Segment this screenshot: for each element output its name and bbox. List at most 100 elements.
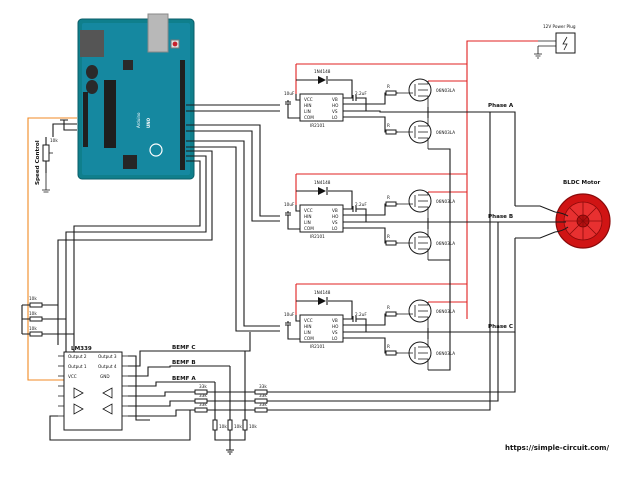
comparator-opamp-icon (102, 387, 113, 399)
bldc-motor: BLDC Motor (554, 180, 611, 249)
svg-text:10k: 10k (29, 326, 37, 331)
boot-cap-label: 2.2uF (355, 91, 367, 96)
svg-text:Output 3: Output 3 (98, 354, 117, 359)
diode-icon (318, 187, 326, 195)
comparator-label: LM339 (71, 346, 92, 352)
vcc-cap-label: 10uF (284, 202, 295, 207)
gate-resistor-low (385, 350, 397, 356)
gate-resistor-high (385, 90, 397, 96)
svg-text:R: R (387, 234, 390, 239)
gate-resistor-low (385, 129, 397, 135)
svg-text:Output 4: Output 4 (98, 364, 117, 369)
svg-text:HO: HO (332, 214, 339, 219)
mosfet-high-label: 06N03LA (436, 309, 455, 314)
ir2101-chip (299, 93, 344, 122)
svg-text:COM: COM (304, 226, 314, 231)
phase-c-label: Phase C (488, 324, 513, 330)
speed-control-pot: 10k Speed Control (35, 137, 58, 193)
capacitor-2 (86, 80, 98, 94)
vcc-cap-label: 10uF (284, 91, 295, 96)
comparator-opamp-icon (102, 403, 113, 415)
svg-text:R: R (387, 84, 390, 89)
lm339-comparator: LM339 Output 2 Output 1 VCC Output 3 Out… (58, 346, 128, 431)
usb-port (147, 13, 169, 53)
arduino-logo-icon (149, 143, 163, 157)
pot-wiper-wire (52, 123, 77, 137)
phase-a-label: Phase A (488, 103, 514, 109)
driver-chip-label: IR2101 (310, 344, 325, 349)
svg-text:LIN: LIN (304, 330, 311, 335)
mosfet-low-label: 06N03LA (436, 241, 455, 246)
svg-text:LO: LO (332, 336, 338, 341)
mosfet-low-label: 06N03LA (436, 351, 455, 356)
boot-cap-label: 2.2uF (355, 202, 367, 207)
svg-text:33k: 33k (199, 393, 207, 398)
gate-resistor-low (385, 240, 397, 246)
svg-text:VS: VS (332, 330, 338, 335)
analog-header (83, 92, 88, 147)
power-jack (80, 30, 104, 57)
arduino-brand: Arduino (136, 112, 141, 128)
svg-text:R: R (387, 123, 390, 128)
svg-text:LO: LO (332, 115, 338, 120)
svg-text:VB: VB (332, 208, 338, 213)
svg-text:R: R (387, 344, 390, 349)
diode-label: 1N4148 (314, 180, 331, 185)
svg-text:COM: COM (304, 336, 314, 341)
svg-text:Output 1: Output 1 (68, 364, 87, 369)
svg-text:33k: 33k (259, 402, 267, 407)
svg-text:VS: VS (332, 109, 338, 114)
svg-text:COM: COM (304, 115, 314, 120)
svg-text:10k: 10k (249, 424, 257, 429)
ir2101-chip (299, 204, 344, 233)
svg-text:VCC: VCC (68, 374, 77, 379)
svg-text:33k: 33k (199, 402, 207, 407)
power-rail (428, 40, 538, 319)
phase-b-label: Phase B (488, 214, 513, 220)
bemf-a-label: BEMF A (172, 376, 196, 382)
svg-text:VB: VB (332, 318, 338, 323)
svg-text:VS: VS (332, 220, 338, 225)
vcc-cap-label: 10uF (284, 312, 295, 317)
driver-chip-label: IR2101 (310, 123, 325, 128)
ground-icon (534, 46, 542, 59)
ir2101-chip (299, 314, 344, 343)
driver-stage-b: VCC HIN LIN COM VB HO VS LO IR2101 1N414… (284, 180, 540, 260)
svg-text:LIN: LIN (304, 109, 311, 114)
svg-text:VCC: VCC (304, 208, 313, 213)
svg-text:HIN: HIN (304, 214, 312, 219)
footer-url: https://simple-circuit.com/ (505, 444, 609, 452)
digital-header (180, 60, 185, 170)
mosfet-low-label: 06N03LA (436, 130, 455, 135)
pot-value: 10k (50, 138, 58, 143)
ground-return (428, 148, 451, 371)
pullup-resistors: 10k 10k 10k (21, 296, 74, 337)
motor-label: BLDC Motor (563, 180, 600, 186)
capacitor-1 (86, 65, 98, 79)
svg-text:HO: HO (332, 324, 339, 329)
svg-text:R: R (387, 305, 390, 310)
svg-text:LIN: LIN (304, 220, 311, 225)
svg-text:10k: 10k (29, 311, 37, 316)
diode-label: 1N4148 (314, 69, 331, 74)
comparator-opamp-icon (73, 403, 84, 415)
power-plug-body (555, 32, 576, 54)
bemf-network: BEMF C BEMF B BEMF A 33k 33k 33k 33k 33k… (128, 112, 516, 455)
svg-text:LO: LO (332, 226, 338, 231)
driver-stage-a: VCC HIN LIN COM VB HO VS LO IR2101 1N414… (284, 69, 516, 206)
diode-label: 1N4148 (314, 290, 331, 295)
svg-text:VCC: VCC (304, 97, 313, 102)
bemf-c-label: BEMF C (172, 345, 196, 351)
svg-text:33k: 33k (259, 384, 267, 389)
diode-icon (318, 297, 326, 305)
arduino-model: UNO (146, 117, 151, 128)
svg-text:33k: 33k (259, 393, 267, 398)
bemf-b-label: BEMF B (172, 360, 196, 366)
driver-stage-c: VCC HIN LIN COM VB HO VS LO IR2101 1N414… (284, 238, 516, 370)
vcc-orange-wire (27, 117, 77, 381)
arduino-board: UNO Arduino (77, 13, 195, 180)
svg-text:10k: 10k (234, 424, 242, 429)
driver-chip-label: IR2101 (310, 234, 325, 239)
